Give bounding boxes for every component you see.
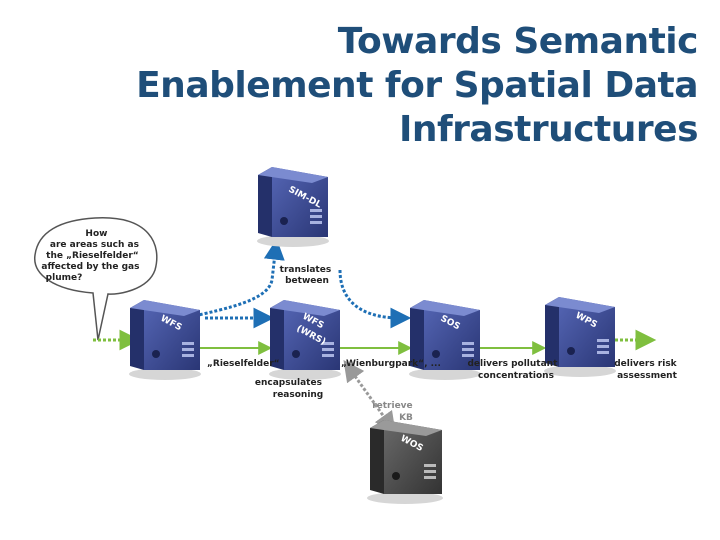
label-encapsulates: encapsulates reasoning: [255, 378, 325, 400]
label-encapsulates-1: encapsulates: [255, 378, 322, 388]
label-translates-1: translates: [280, 265, 332, 275]
server-wps: WPS: [544, 297, 616, 377]
slide-title: Towards Semantic Enablement for Spatial …: [78, 20, 698, 152]
title-line-1: Towards Semantic: [337, 21, 699, 62]
server-wos: WOS: [367, 420, 443, 504]
label-retrieve: retrieve KB: [372, 401, 416, 423]
server-wfs: WFS: [129, 300, 201, 380]
bubble-line-2: are areas such as: [50, 240, 139, 250]
bubble-line-4: affected by the gas: [41, 262, 139, 272]
arrow-wfs-to-simdl: [184, 238, 285, 320]
label-pollutant-1: delivers pollutant: [467, 359, 558, 369]
server-wfs-wrs: WFS (WRS): [269, 300, 341, 380]
arrow-translates-to-sos: [338, 269, 412, 329]
label-retrieve-1: retrieve: [372, 401, 412, 411]
translation-arrows: [184, 238, 412, 329]
label-risk-1: delivers risk: [614, 359, 677, 369]
label-encapsulates-2: reasoning: [273, 390, 324, 400]
bubble-line-1: How: [85, 229, 107, 239]
label-wienburgpark: „Wienburgpark“, ...: [341, 359, 441, 369]
label-pollutant: delivers pollutant concentrations: [467, 359, 560, 381]
title-line-2: Enablement for Spatial Data: [136, 65, 698, 106]
label-rieselfelder: „Rieselfelder“: [207, 359, 280, 369]
server-sos: SOS: [409, 300, 481, 380]
label-retrieve-2: KB: [399, 413, 413, 423]
label-pollutant-2: concentrations: [478, 371, 554, 381]
label-risk: delivers risk assessment: [614, 359, 680, 381]
workflow-arrows: [93, 329, 657, 355]
bubble-line-3: the „Rieselfelder“: [46, 251, 139, 261]
title-line-3: Infrastructures: [398, 109, 699, 150]
server-sim-dl: SIM-DL: [257, 167, 329, 247]
label-translates: translates between: [280, 265, 335, 286]
label-risk-2: assessment: [617, 371, 677, 381]
question-bubble: How are areas such as the „Rieselfelder“…: [34, 217, 158, 341]
bubble-line-5: plume?: [46, 273, 83, 283]
arrow-retrieve-kb: [343, 360, 396, 434]
label-translates-2: between: [285, 276, 329, 286]
bubble-text: How are areas such as the „Rieselfelder“…: [41, 229, 142, 283]
